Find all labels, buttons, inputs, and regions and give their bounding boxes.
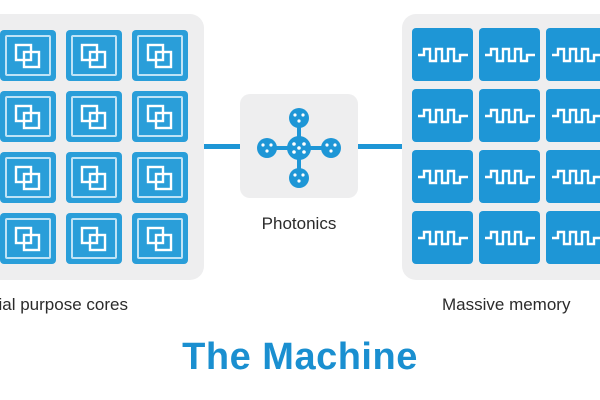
core-chip-icon (146, 165, 173, 190)
core-tile (132, 213, 188, 264)
photonics-label: Photonics (261, 214, 337, 233)
diagram-title: The Machine (182, 336, 418, 378)
core-tile (66, 30, 122, 81)
core-tile (66, 152, 122, 203)
core-tile (132, 30, 188, 81)
core-tile (66, 213, 122, 264)
core-tile (132, 91, 188, 142)
core-chip-icon (14, 43, 41, 68)
core-tile (0, 152, 56, 203)
memory-tile (546, 211, 600, 264)
memory-waveform-icon (417, 108, 468, 123)
memory-tile (412, 211, 473, 264)
memory-tile (479, 211, 540, 264)
core-chip-icon (14, 165, 41, 190)
memory-waveform-icon (551, 169, 600, 184)
core-chip-icon (146, 43, 173, 68)
memory-grid (412, 28, 600, 264)
core-chip-icon (14, 226, 41, 251)
core-tile (0, 30, 56, 81)
memory-tile (479, 150, 540, 203)
memory-tile (412, 150, 473, 203)
connector-right (358, 144, 402, 149)
memory-tile (546, 28, 600, 81)
core-chip-icon (80, 165, 107, 190)
memory-tile (546, 150, 600, 203)
memory-waveform-icon (551, 108, 600, 123)
memory-waveform-icon (484, 47, 535, 62)
core-chip-icon (80, 104, 107, 129)
cores-label: cial purpose cores (0, 295, 128, 314)
memory-label: Massive memory (442, 295, 571, 314)
core-tile (0, 91, 56, 142)
memory-waveform-icon (551, 230, 600, 245)
memory-waveform-icon (484, 108, 535, 123)
memory-tile (479, 28, 540, 81)
core-chip-icon (80, 43, 107, 68)
memory-tile (479, 89, 540, 142)
memory-tile (412, 89, 473, 142)
memory-waveform-icon (484, 169, 535, 184)
core-tile (0, 213, 56, 264)
photonics-icon (257, 108, 341, 188)
memory-waveform-icon (417, 169, 468, 184)
connector-left (204, 144, 240, 149)
memory-tile (546, 89, 600, 142)
memory-waveform-icon (417, 47, 468, 62)
core-tile (66, 91, 122, 142)
core-chip-icon (14, 104, 41, 129)
core-chip-icon (80, 226, 107, 251)
memory-waveform-icon (417, 230, 468, 245)
core-tile (132, 152, 188, 203)
core-chip-icon (146, 104, 173, 129)
core-chip-icon (146, 226, 173, 251)
cores-grid (0, 30, 188, 264)
memory-waveform-icon (551, 47, 600, 62)
memory-tile (412, 28, 473, 81)
memory-waveform-icon (484, 230, 535, 245)
